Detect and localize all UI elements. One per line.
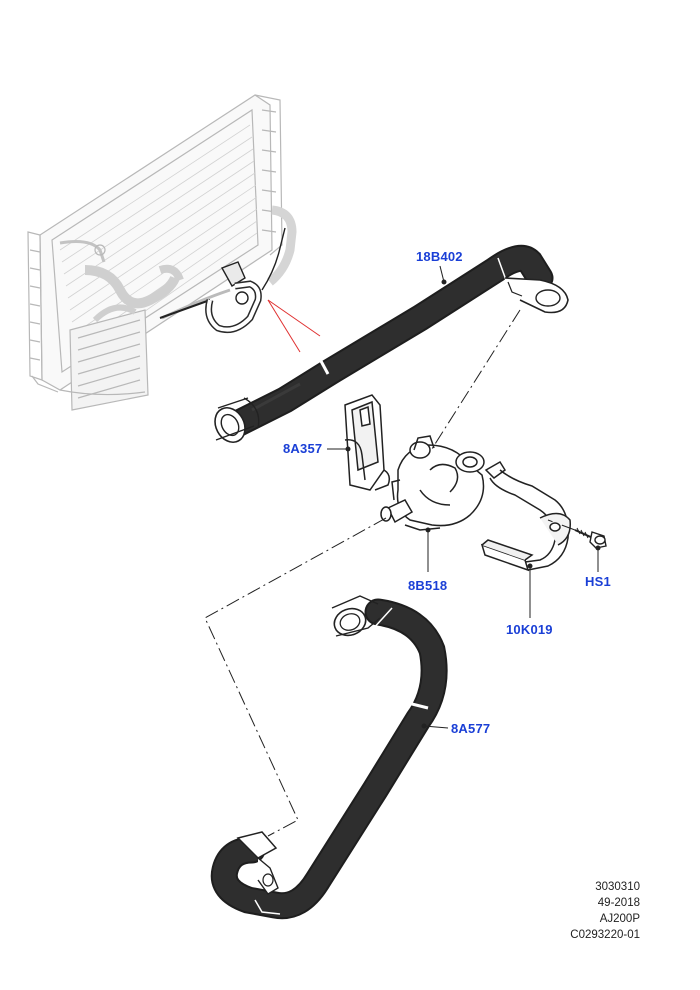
bolt [574,527,607,549]
reference-code: 3030310 [595,881,640,893]
reference-date: 49-2018 [597,897,640,909]
callout-18b402[interactable]: 18B402 [416,249,463,264]
radiator-hose-fitting [159,227,286,334]
upper-coolant-hose [214,244,569,443]
pump-mounting-bracket [480,460,571,572]
radiator-assembly [27,94,297,411]
assembly-center-lines [204,309,576,837]
callout-10k019[interactable]: 10K019 [506,622,553,637]
auxiliary-water-pump [380,435,485,531]
callout-hs1[interactable]: HS1 [585,574,611,589]
hose-bracket-clip [344,394,391,491]
illustration-reference-block: 3030310 49-2018 AJ200P C0293220-01 [570,879,640,943]
lower-coolant-hose [210,595,448,920]
detail-leader-lines [267,299,321,353]
callout-8a357[interactable]: 8A357 [283,441,323,456]
callout-8b518[interactable]: 8B518 [408,578,448,593]
callout-leaders [327,265,601,729]
callout-8a577[interactable]: 8A577 [451,721,491,736]
reference-model: AJ200P [599,913,640,925]
reference-drawing-number: C0293220-01 [570,929,640,941]
